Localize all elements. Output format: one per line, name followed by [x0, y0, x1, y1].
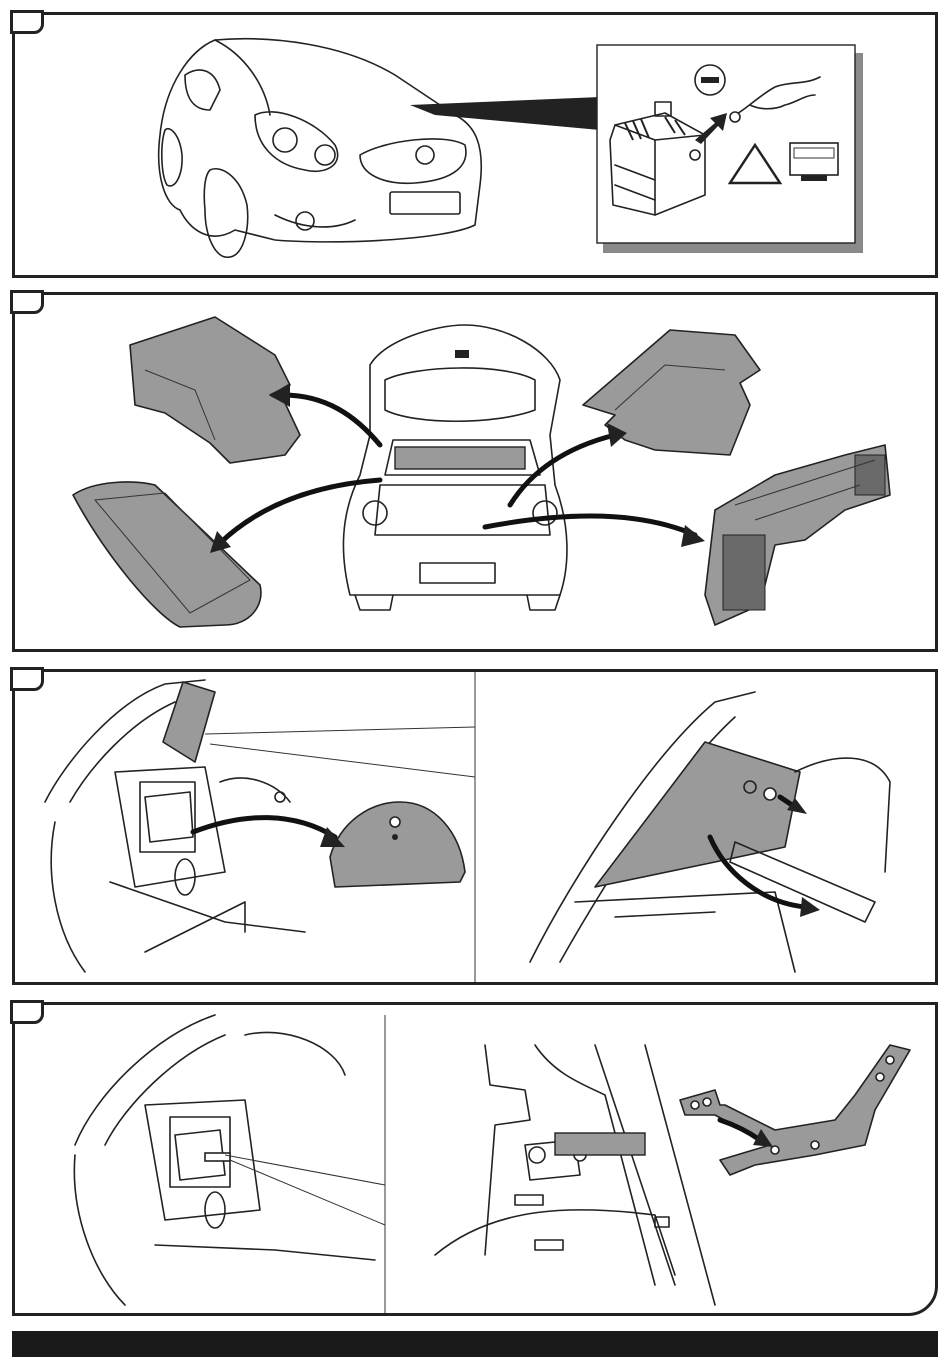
battery-inset [597, 45, 863, 253]
parcel-shelf [73, 482, 261, 627]
step-3-tab [10, 667, 44, 691]
step-2-panel [12, 292, 938, 652]
pillar-trim-highlight [163, 682, 215, 762]
radio-code-card-icon [790, 143, 838, 181]
callout-beam [410, 97, 600, 130]
right-bracket-detail [435, 1045, 910, 1305]
step-2-tab [10, 290, 44, 314]
side-panel-illustration [15, 672, 935, 982]
bracket-removal-illustration [15, 1005, 935, 1313]
pillar-trim-panel [595, 742, 800, 887]
step-4-panel [12, 1002, 938, 1316]
left-trunk-detail [74, 1015, 385, 1305]
car-front-view [159, 39, 482, 257]
car-front-illustration [15, 15, 935, 275]
step-1-tab [10, 10, 44, 34]
step-4-tab [10, 1000, 44, 1024]
step-1-panel [12, 12, 938, 278]
trunk-floor-panel-left [130, 317, 300, 463]
left-trunk-interior [45, 680, 475, 972]
arrow-to-side-trim [485, 516, 695, 535]
trunk-trim-illustration [15, 295, 935, 649]
footer-bar [12, 1331, 938, 1357]
right-trunk-interior [530, 692, 890, 972]
tow-bracket [680, 1045, 910, 1175]
arrow-to-shelf [220, 480, 380, 543]
car-rear-view [343, 325, 567, 610]
step-3-panel [12, 669, 938, 985]
arrow-to-right-floor [510, 435, 615, 505]
arrow-remove-cover [193, 818, 335, 837]
side-cover-removed [330, 802, 465, 887]
